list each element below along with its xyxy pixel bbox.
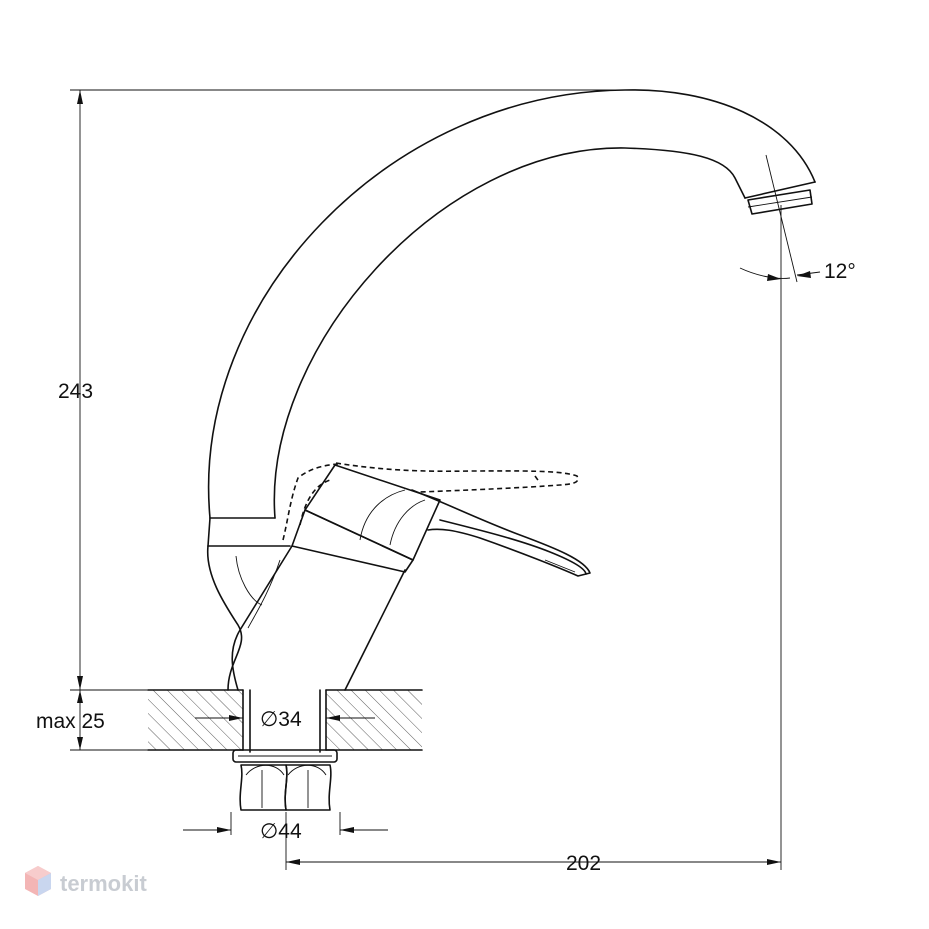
height-dimension: 243: [58, 89, 625, 691]
countertop-section: [147, 689, 423, 751]
hole-diameter-label: ∅34: [260, 708, 302, 731]
angle-dimension-label: 12°: [824, 260, 856, 283]
hole-diameter-dimension: ∅34: [195, 708, 375, 731]
logo-text: termokit: [60, 871, 147, 896]
angle-dimension: 12°: [739, 154, 856, 283]
faucet-body: [206, 545, 406, 691]
deck-thickness-label: max 25: [36, 710, 105, 733]
nut-diameter-label: ∅44: [260, 820, 302, 843]
mounting-shank: [232, 689, 338, 763]
nut-diameter-dimension: ∅44: [183, 812, 388, 843]
deck-thickness-dimension: max 25: [36, 690, 148, 751]
spout: [207, 89, 816, 547]
fixing-nut: [239, 764, 332, 811]
lever-alternate-position: [282, 462, 579, 541]
height-dimension-label: 243: [58, 380, 93, 403]
reach-dimension-label: 202: [566, 852, 601, 875]
lever-handle: [291, 464, 591, 577]
termokit-logo: termokit: [25, 866, 147, 896]
reach-dimension: 202: [285, 205, 782, 875]
